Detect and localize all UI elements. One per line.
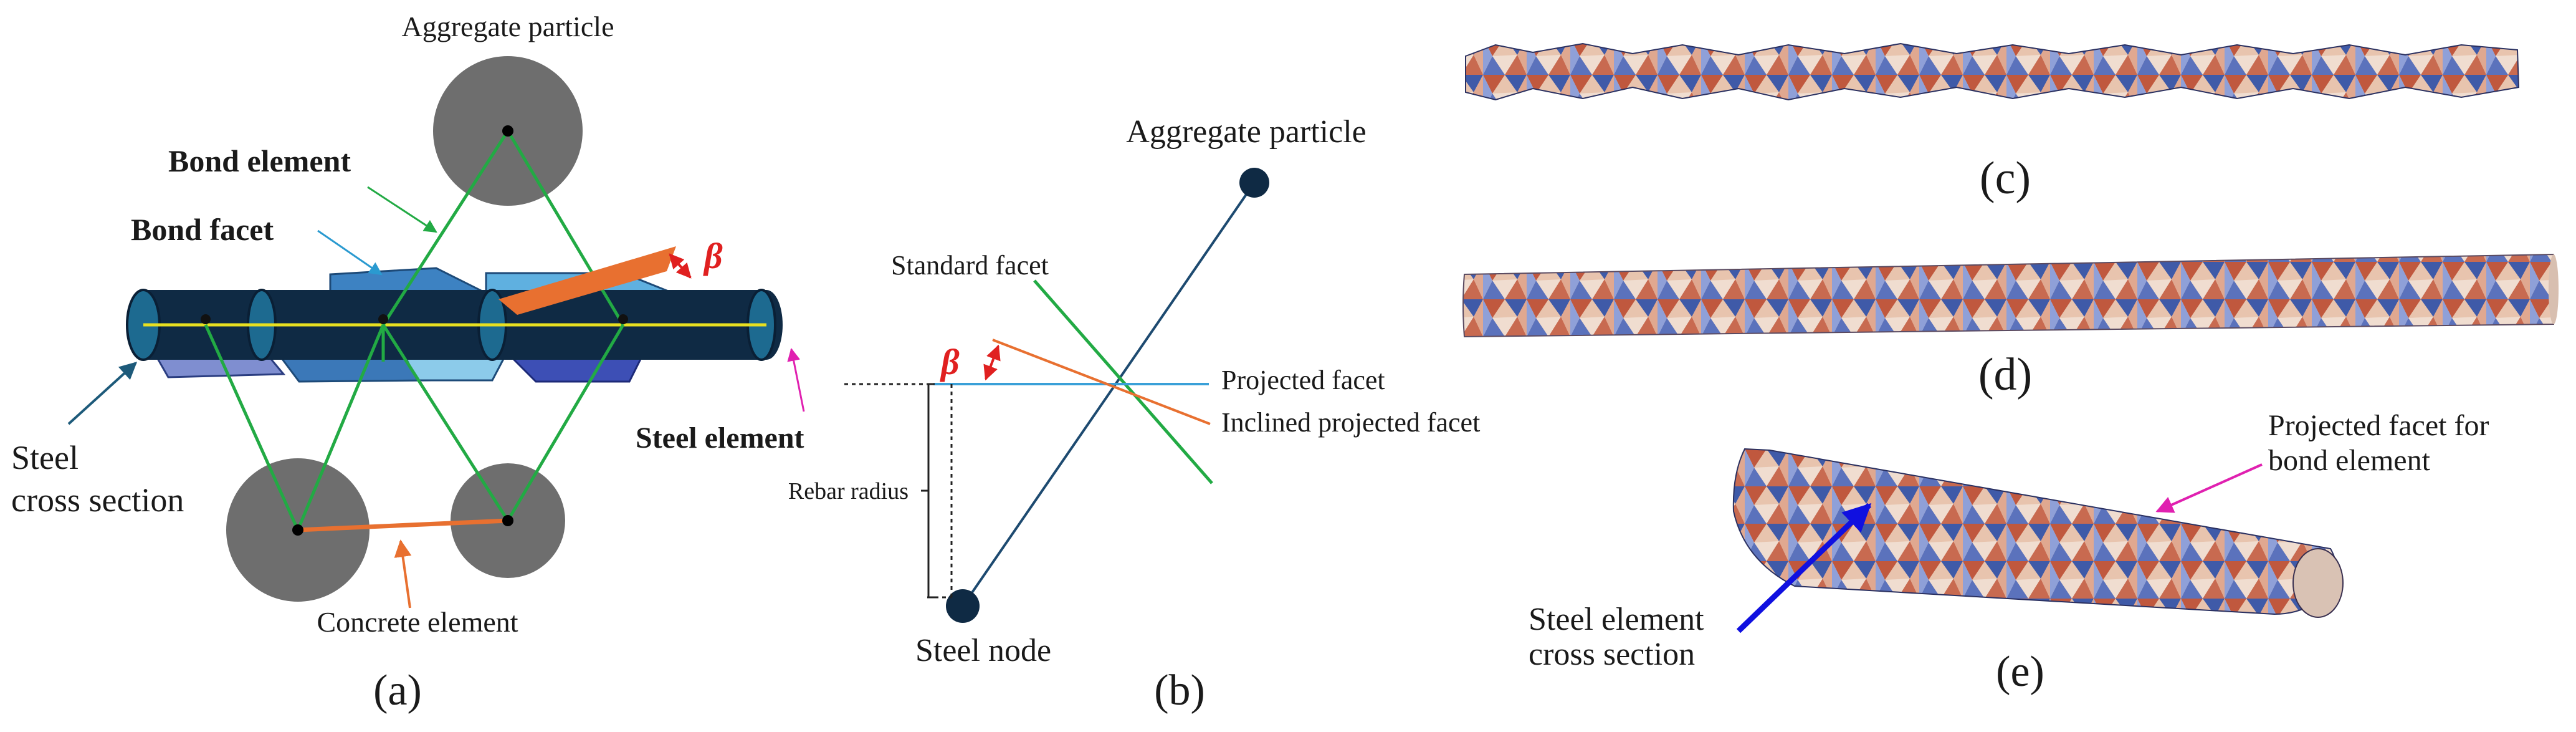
label-projected-facet-e-line2: bond element — [2268, 444, 2431, 477]
standard-facet-line — [1033, 279, 1213, 484]
label-bond-element: Bond element — [168, 143, 351, 178]
panel-c: (c) — [1465, 42, 2520, 204]
rebar-radius-bracket — [921, 383, 935, 599]
bond-element-arrow — [367, 186, 437, 233]
panel-e: Projected facet for bond element Steel e… — [1529, 409, 2489, 696]
bond-facet-bottom-4 — [508, 355, 644, 383]
concrete-element-arrow — [394, 539, 412, 609]
label-steel-node: Steel node — [915, 633, 1051, 668]
steel-element-arrow-e — [1736, 503, 1872, 633]
label-beta-b: β — [940, 342, 960, 382]
steel-node-a2 — [378, 314, 388, 324]
label-beta-a: β — [703, 236, 723, 276]
label-steel-element-e-line1: Steel element — [1529, 602, 1704, 637]
steel-cross-section-arrow — [67, 362, 138, 425]
mesh-half-cylinder-e — [1732, 448, 2337, 615]
caption-b: (b) — [1154, 667, 1205, 715]
steel-node-a3 — [618, 314, 628, 324]
bond-facet-arrow — [317, 229, 383, 276]
bond-element-lines — [204, 130, 625, 531]
inclined-bond-facet — [499, 246, 676, 315]
steel-element-arrow — [787, 347, 805, 412]
mesh-end-opening-e — [2292, 548, 2344, 618]
particle-center-br — [502, 515, 513, 526]
label-standard-facet: Standard facet — [891, 250, 1049, 281]
steel-node-a1 — [201, 314, 211, 324]
panel-a: Aggregate particle Bond element Bond fac… — [11, 11, 805, 715]
aggregate-particle-node — [1239, 168, 1269, 198]
mesh-rod-c — [1465, 42, 2520, 101]
label-projected-facet-e-line1: Projected facet for — [2268, 409, 2489, 442]
label-steel-cross-section-line1: Steel — [11, 439, 79, 476]
caption-e: (e) — [1996, 648, 2044, 696]
label-inclined-projected-facet: Inclined projected facet — [1221, 407, 1480, 438]
label-steel-cross-section-line2: cross section — [11, 481, 184, 519]
label-steel-element: Steel element — [636, 421, 804, 455]
label-concrete-element: Concrete element — [317, 606, 518, 638]
particle-center-bl — [292, 524, 303, 536]
steel-aggregate-line — [961, 181, 1256, 607]
label-rebar-radius: Rebar radius — [788, 478, 909, 504]
particle-center-top — [502, 125, 513, 137]
label-steel-element-e-line2: cross section — [1529, 637, 1695, 672]
concrete-element-line — [297, 518, 508, 532]
mesh-rod-d-end — [2549, 254, 2559, 324]
steel-node-circle — [946, 589, 980, 623]
label-aggregate-particle-b: Aggregate particle — [1126, 114, 1366, 150]
label-aggregate-particle-top: Aggregate particle — [402, 11, 614, 42]
panel-d: (d) — [1462, 253, 2559, 400]
caption-c: (c) — [1980, 153, 2031, 204]
panel-b: Aggregate particle Standard facet β Proj… — [788, 114, 1480, 715]
beta-arrow-a — [669, 253, 692, 279]
inclined-projected-facet-line — [992, 339, 1211, 425]
beta-arrow-b — [983, 344, 1001, 381]
caption-d: (d) — [1978, 349, 2032, 400]
mesh-rod-d — [1462, 253, 2556, 338]
projected-facet-arrow-e — [2155, 463, 2263, 513]
caption-a: (a) — [373, 667, 422, 715]
label-projected-facet: Projected facet — [1221, 365, 1385, 395]
label-bond-facet: Bond facet — [131, 212, 274, 247]
